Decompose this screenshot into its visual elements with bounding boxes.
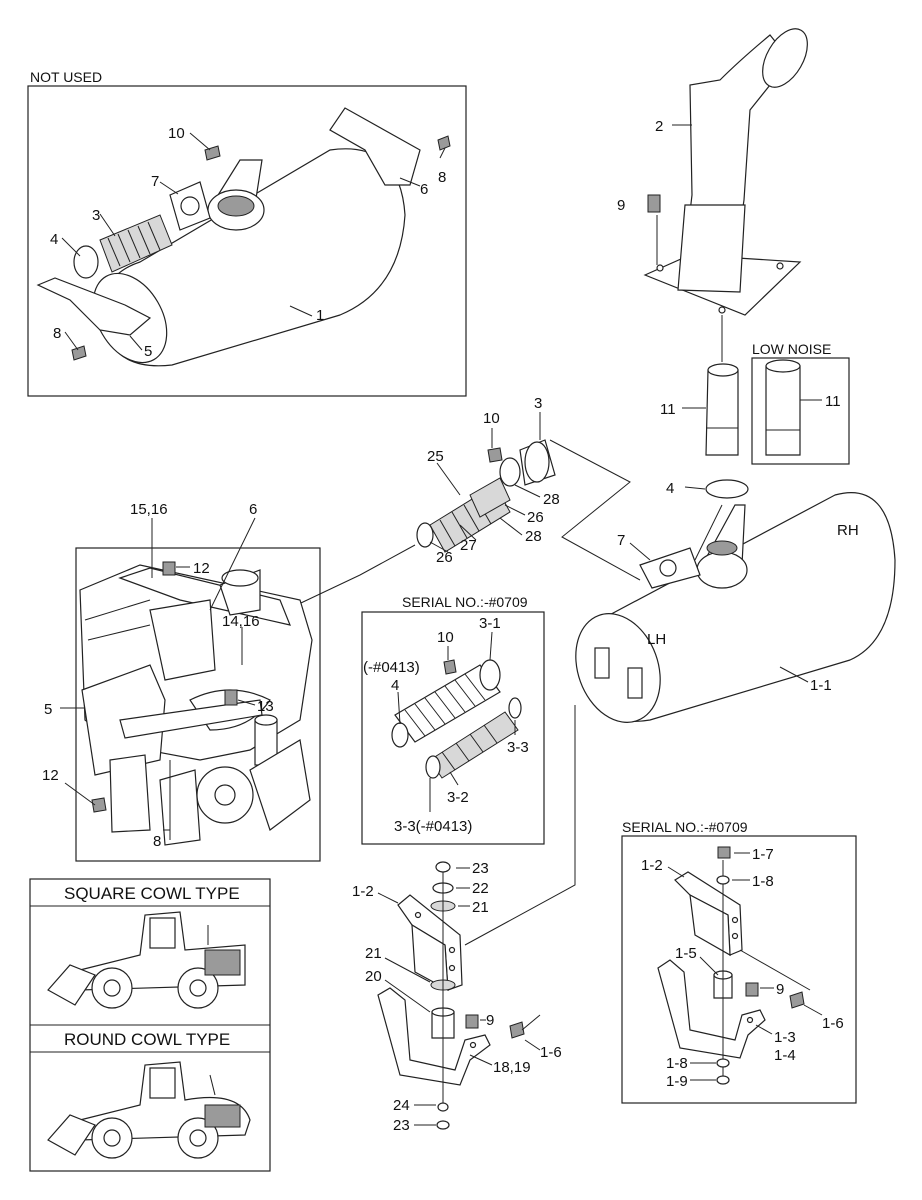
- serial-right-label: SERIAL NO.:-#0709: [622, 819, 748, 835]
- callout-11: 11: [825, 393, 841, 410]
- callout-18-19: 18,19: [493, 1059, 531, 1076]
- callout-8: 8: [153, 833, 161, 850]
- callout-1-3: 1-3: [774, 1029, 796, 1046]
- callout-4: 4: [50, 231, 58, 248]
- mount-bracket-right-upper: [674, 871, 743, 957]
- callout-12: 12: [193, 560, 210, 577]
- callout-5: 5: [44, 701, 52, 718]
- callout-1-8: 1-8: [752, 873, 774, 890]
- callout-21: 21: [365, 945, 382, 962]
- tail-pipe-section: 2 9 11 LOW NOISE 11: [617, 28, 850, 465]
- callout-20: 20: [365, 968, 382, 985]
- callout-9: 9: [617, 197, 625, 214]
- callout-13: 13: [257, 698, 274, 715]
- callout-25: 25: [427, 448, 444, 465]
- callout-3: 3: [92, 207, 100, 224]
- engine-illustration: [79, 561, 313, 846]
- callout-2: 2: [655, 118, 663, 135]
- lh-label: LH: [647, 631, 666, 648]
- muffler-section: RH LH 4 7 1-1: [264, 395, 896, 946]
- callout-5: 5: [144, 343, 152, 360]
- callout-10: 10: [168, 125, 185, 142]
- loader-round-cowl: [47, 1061, 251, 1159]
- mount-section-center: 23 22 21 1-2 21 20 9 1-6 18,19 24 23: [352, 860, 562, 1134]
- mount-bracket-right-lower: [657, 959, 766, 1059]
- cowl-types-section: SQUARE COWL TYPE ROUND COWL TYPE: [29, 878, 271, 1172]
- callout-1: 1: [316, 307, 324, 324]
- rh-label: RH: [837, 522, 859, 539]
- callout-1-6: 1-6: [822, 1015, 844, 1032]
- callout-9: 9: [486, 1012, 494, 1029]
- callout-21: 21: [472, 899, 489, 916]
- callout-1-5: 1-5: [675, 945, 697, 962]
- callout-6: 6: [420, 181, 428, 198]
- callout-3-3: 3-3: [507, 739, 529, 756]
- callout-1-7: 1-7: [752, 846, 774, 863]
- callout-27: 27: [460, 537, 477, 554]
- callout-3-1: 3-1: [479, 615, 501, 632]
- serial-right-section: SERIAL NO.:-#0709 1-7 1-2 1-8 1-5 9: [621, 819, 857, 1104]
- callout-12: 12: [42, 767, 59, 784]
- callout-28: 28: [525, 528, 542, 545]
- callout-1-4: 1-4: [774, 1047, 796, 1064]
- callout-23: 23: [393, 1117, 410, 1134]
- square-cowl-caption: SQUARE COWL TYPE: [64, 884, 240, 903]
- callout-7: 7: [151, 173, 159, 190]
- callout-11: 11: [660, 401, 676, 418]
- callout-9: 9: [776, 981, 784, 998]
- flex-pipe-assembly: [416, 439, 556, 553]
- serial-right-frame: [621, 835, 857, 1104]
- loader-square-cowl: [47, 911, 246, 1009]
- engine-frame: [75, 547, 321, 862]
- serial-mid-frame: [361, 611, 545, 845]
- callout-14-16: 14,16: [222, 613, 260, 630]
- callout-3-2: 3-2: [447, 789, 469, 806]
- not-used-label: NOT USED: [30, 69, 102, 85]
- flex-pipe-old: [99, 214, 173, 273]
- callout-minus-0413: (-#0413): [363, 659, 420, 676]
- serial-mid-section: SERIAL NO.:-#0709 10 3-1 (-#0413): [361, 594, 545, 845]
- flex-pipe-serial: [391, 659, 522, 779]
- callout-1-2: 1-2: [641, 857, 663, 874]
- callout-1-8: 1-8: [666, 1055, 688, 1072]
- callout-4: 4: [391, 677, 399, 694]
- serial-mid-label: SERIAL NO.:-#0709: [402, 594, 528, 610]
- callout-10: 10: [483, 410, 500, 427]
- callout-1-6: 1-6: [540, 1044, 562, 1061]
- callout-26: 26: [436, 549, 453, 566]
- muffler-old: [36, 107, 451, 367]
- callout-4: 4: [666, 480, 674, 497]
- low-noise-frame: [751, 357, 850, 465]
- callout-10: 10: [437, 629, 454, 646]
- callout-24: 24: [393, 1097, 410, 1114]
- callout-1-9: 1-9: [666, 1073, 688, 1090]
- callout-23: 23: [472, 860, 489, 877]
- extension-pipe: [705, 363, 739, 456]
- callout-3-3-minus-0413: 3-3(-#0413): [394, 818, 472, 835]
- callout-28: 28: [543, 491, 560, 508]
- callout-1-2: 1-2: [352, 883, 374, 900]
- not-used-frame: [27, 85, 467, 397]
- callout-8: 8: [438, 169, 446, 186]
- callout-1-1: 1-1: [810, 677, 832, 694]
- not-used-section: NOT USED: [27, 69, 467, 397]
- engine-section: 15,16 6 12 14,16 5 13 12 8: [42, 501, 321, 862]
- mount-bracket-upper: [397, 894, 463, 992]
- callout-26: 26: [527, 509, 544, 526]
- low-noise-label: LOW NOISE: [752, 341, 831, 357]
- callout-15-16: 15,16: [130, 501, 168, 518]
- callout-22: 22: [472, 880, 489, 897]
- mount-bracket-lower: [377, 987, 491, 1086]
- callout-8: 8: [53, 325, 61, 342]
- callout-7: 7: [617, 532, 625, 549]
- callout-6: 6: [249, 501, 257, 518]
- callout-3: 3: [534, 395, 542, 412]
- round-cowl-caption: ROUND COWL TYPE: [64, 1030, 230, 1049]
